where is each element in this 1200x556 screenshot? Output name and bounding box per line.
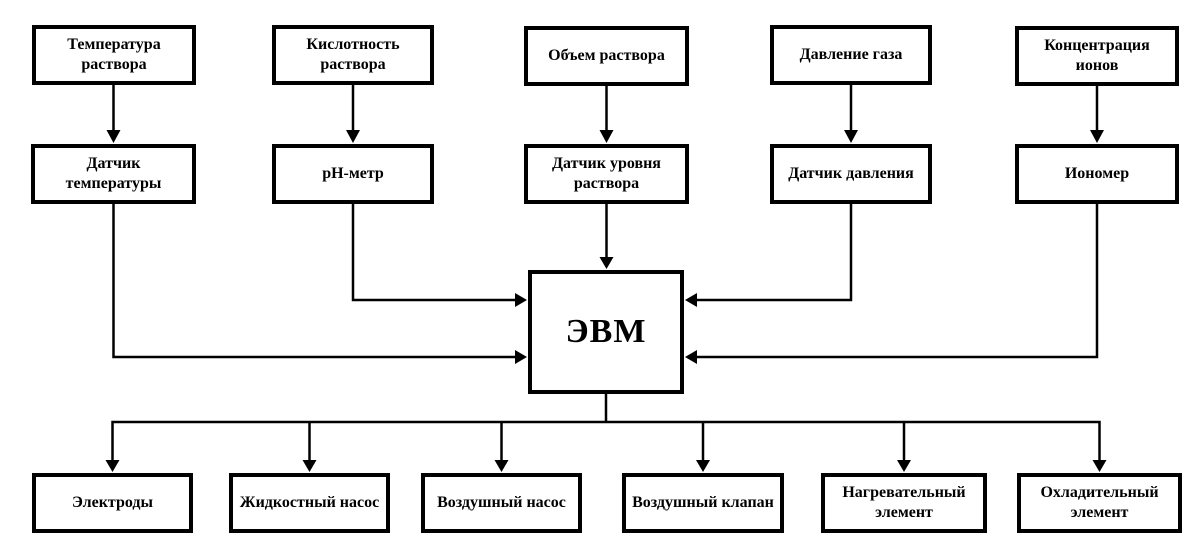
node-solution-level-sensor: Датчик уровня раствора bbox=[524, 144, 689, 204]
node-label: Температура раствора bbox=[67, 36, 161, 73]
node-label: Воздушный клапан bbox=[632, 494, 774, 512]
node-gas-pressure: Давление газа bbox=[770, 25, 932, 85]
connector-pressure-to-sensor bbox=[844, 85, 858, 143]
connector-computer-output-bus bbox=[105, 393, 1107, 472]
connector-ionomer-to-computer bbox=[685, 204, 1099, 364]
node-air-pump: Воздушный насос bbox=[421, 473, 582, 533]
node-air-valve: Воздушный клапан bbox=[622, 473, 784, 533]
node-temperature-sensor: Датчик температуры bbox=[31, 144, 196, 204]
node-pressure-sensor: Датчик давления bbox=[770, 144, 932, 204]
node-solution-temperature: Температура раствора bbox=[32, 25, 196, 85]
node-ion-concentration: Концентрация ионов bbox=[1015, 26, 1179, 86]
node-label: Электроды bbox=[71, 494, 153, 512]
node-label: Охладительный элемент bbox=[1040, 484, 1159, 521]
connector-tempsensor-to-computer bbox=[112, 204, 527, 364]
connector-pressuresensor-to-computer bbox=[685, 204, 853, 307]
node-label: Концентрация ионов bbox=[1044, 37, 1150, 74]
connector-volume-to-levelsensor bbox=[599, 86, 614, 143]
node-label: Датчик давления bbox=[788, 165, 914, 183]
connector-levelsensor-to-computer bbox=[599, 204, 614, 269]
node-label: Объем раствора bbox=[548, 47, 665, 65]
node-label: pH-метр bbox=[322, 165, 384, 183]
node-label: Воздушный насос bbox=[437, 494, 566, 512]
node-label: Жидкостный насос bbox=[239, 494, 380, 512]
node-label: Нагревательный элемент bbox=[842, 484, 966, 521]
node-heating-element: Нагревательный элемент bbox=[821, 473, 987, 533]
node-liquid-pump: Жидкостный насос bbox=[229, 473, 390, 533]
node-solution-volume: Объем раствора bbox=[524, 26, 689, 86]
connector-phmeter-to-computer bbox=[351, 204, 527, 307]
connector-temperature-to-sensor bbox=[106, 85, 121, 143]
node-electrodes: Электроды bbox=[32, 473, 193, 533]
connector-acidity-to-phmeter bbox=[346, 85, 360, 143]
node-solution-acidity: Кислотность раствора bbox=[272, 25, 434, 85]
node-label: Иономер bbox=[1064, 165, 1130, 183]
node-ionomer: Иономер bbox=[1015, 144, 1179, 204]
node-label: Давление газа bbox=[799, 46, 903, 64]
node-label: ЭВМ bbox=[565, 313, 647, 350]
connector-ions-to-ionomer bbox=[1090, 86, 1104, 143]
node-label: Датчик температуры bbox=[65, 155, 162, 192]
node-label: Датчик уровня раствора bbox=[552, 155, 661, 192]
node-ph-meter: pH-метр bbox=[272, 144, 434, 204]
node-label: Кислотность раствора bbox=[306, 36, 400, 73]
node-cooling-element: Охладительный элемент bbox=[1017, 473, 1182, 533]
node-computer: ЭВМ bbox=[528, 270, 684, 394]
